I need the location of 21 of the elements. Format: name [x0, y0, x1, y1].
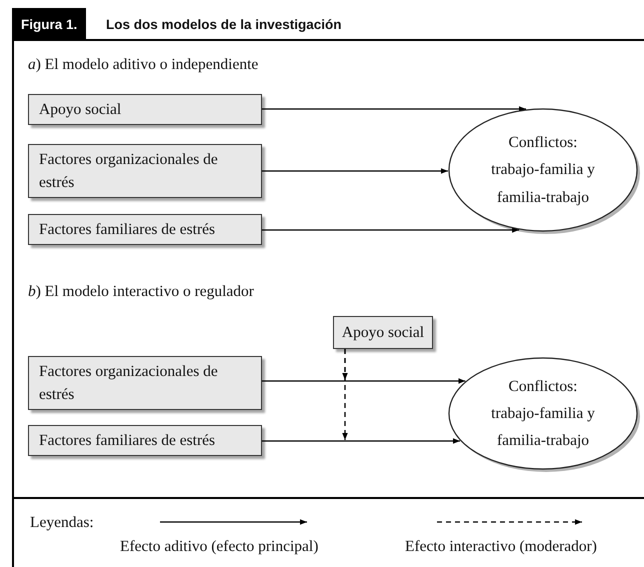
section-heading: b) El modelo interactivo o regulador [28, 283, 254, 301]
figure-number-tab: Figura 1. [12, 8, 86, 40]
legend-heading: Leyendas: [30, 514, 94, 532]
factor-box: Apoyo social [28, 94, 262, 125]
factor-box: Factores organizacionales de estrés [28, 144, 262, 198]
arrow [262, 227, 520, 233]
legend-text: Efecto interactivo (moderador) [405, 538, 597, 556]
node-text: Conflictos: trabajo-familia y familia-trabajo [490, 133, 596, 208]
factor-box: Factores familiares de estrés [28, 214, 262, 245]
node-text: Conflictos: trabajo-familia y familia-trabajo [490, 376, 596, 452]
dashed-arrow [342, 349, 348, 440]
arrow [262, 378, 466, 384]
legend-text: Efecto aditivo (efecto principal) [120, 538, 318, 556]
figure-title: Los dos modelos de la investigación [106, 16, 342, 34]
factor-box: Factores organizacionales de estrés [28, 356, 262, 410]
factor-box: Factores familiares de estrés [28, 425, 262, 456]
factor-box: Apoyo social [333, 316, 433, 349]
arrow [262, 438, 460, 444]
section-heading: a) El modelo aditivo o independiente [28, 56, 258, 74]
arrow [262, 106, 526, 112]
arrow [262, 168, 448, 174]
